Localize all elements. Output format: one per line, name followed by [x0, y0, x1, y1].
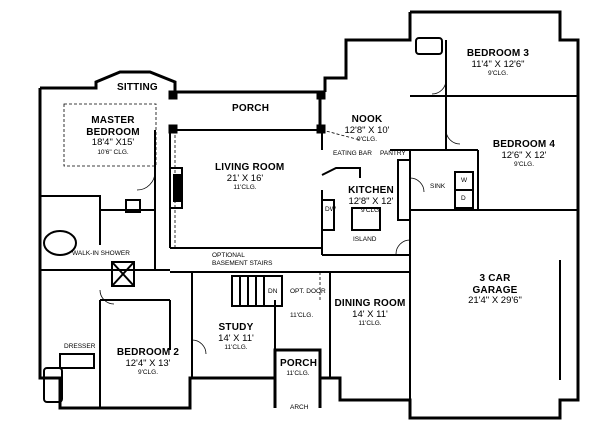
master-bedroom-label: MASTER BEDROOM 18'4" X15' 10'6" CLG. [78, 115, 148, 156]
study-label: STUDY 14' X 11' 11'CLG. [208, 322, 264, 352]
study-dims: 14' X 11' [218, 332, 254, 344]
bedroom-4-name: BEDROOM 4 [492, 139, 556, 150]
kitchen-clg: 9'CLG. [360, 207, 382, 215]
study-clg: 11'CLG. [224, 344, 248, 352]
dishwasher-label: DW [325, 206, 336, 213]
porch-front-label: PORCH 11'CLG. [280, 358, 318, 377]
bedroom-3-label: BEDROOM 3 11'4" X 12'6" 9'CLG. [458, 48, 538, 78]
island-label: ISLAND [353, 236, 377, 243]
nook-clg: 9'CLG. [356, 136, 378, 144]
master-bedroom-name-1: MASTER [91, 115, 135, 126]
bedroom-2-label: BEDROOM 2 12'4" X 13' 9'CLG. [110, 347, 186, 377]
garage-name-2: GARAGE [472, 284, 518, 296]
master-bedroom-dims: 18'4" X15' [91, 137, 135, 148]
living-room-clg: 11'CLG. [233, 184, 257, 192]
kitchen-sink-label: SINK [430, 183, 446, 190]
garage-name-1: 3 CAR [479, 273, 511, 284]
optional-basement-stairs-label-2: BASEMENT STAIRS [212, 260, 273, 267]
kitchen-dims: 12'8" X 12' [348, 195, 394, 207]
hall-ceiling-label: 11'CLG. [290, 312, 314, 319]
garage-dims: 21'4" X 29'6" [468, 295, 522, 306]
master-bedroom-clg: 10'6" CLG. [97, 148, 129, 156]
dining-room-name: DINING ROOM [334, 298, 406, 309]
garage-label: 3 CAR GARAGE 21'4" X 29'6" [455, 273, 535, 307]
kitchen-name: KITCHEN [348, 185, 394, 196]
nook-name: NOOK [351, 114, 383, 125]
bedroom-3-clg: 9'CLG. [487, 70, 509, 78]
nook-dims: 12'8" X 10' [344, 124, 390, 136]
dining-room-label: DINING ROOM 14' X 11' 11'CLG. [333, 298, 407, 328]
washer-label: W [461, 177, 468, 184]
living-room-dims: 21' X 16' [226, 172, 264, 184]
sitting-label: SITTING [117, 82, 158, 93]
stairs-down-label: DN [268, 288, 278, 295]
dresser-label: DRESSER [64, 343, 96, 350]
eating-bar-label: EATING BAR [333, 150, 372, 157]
pantry-label: PANTRY [380, 150, 406, 157]
porch-front-clg: 11'CLG. [286, 369, 310, 377]
dryer-label: D [461, 195, 466, 202]
bedroom-4-dims: 12'6" X 12' [501, 149, 547, 161]
kitchen-label: KITCHEN 12'8" X 12' 9'CLG. [348, 185, 394, 215]
dining-room-clg: 11'CLG. [358, 320, 382, 328]
bedroom-2-clg: 9'CLG. [137, 369, 159, 377]
living-room-label: LIVING ROOM 21' X 16' 11'CLG. [215, 162, 285, 192]
arch-label: ARCH [290, 404, 309, 411]
opt-door-label: OPT. DOOR [290, 288, 326, 295]
porch-front-name: PORCH [280, 358, 318, 369]
dining-room-dims: 14' X 11' [352, 308, 388, 320]
nook-label: NOOK 12'8" X 10' 9'CLG. [342, 114, 392, 144]
optional-basement-stairs-label-1: OPTIONAL [212, 252, 245, 259]
bedroom-4-label: BEDROOM 4 12'6" X 12' 9'CLG. [484, 139, 564, 169]
walk-in-shower-label: WALK-IN SHOWER [72, 250, 130, 257]
bedroom-4-clg: 9'CLG. [513, 161, 535, 169]
bedroom-2-name: BEDROOM 2 [116, 347, 180, 358]
bedroom-2-dims: 12'4" X 13' [125, 357, 171, 369]
bedroom-3-dims: 11'4" X 12'6" [471, 58, 525, 70]
porch-top-label: PORCH [232, 103, 270, 114]
study-name: STUDY [218, 322, 254, 333]
bedroom-3-name: BEDROOM 3 [466, 48, 530, 59]
master-bedroom-name-2: BEDROOM [86, 126, 140, 138]
living-room-name: LIVING ROOM [215, 162, 285, 173]
